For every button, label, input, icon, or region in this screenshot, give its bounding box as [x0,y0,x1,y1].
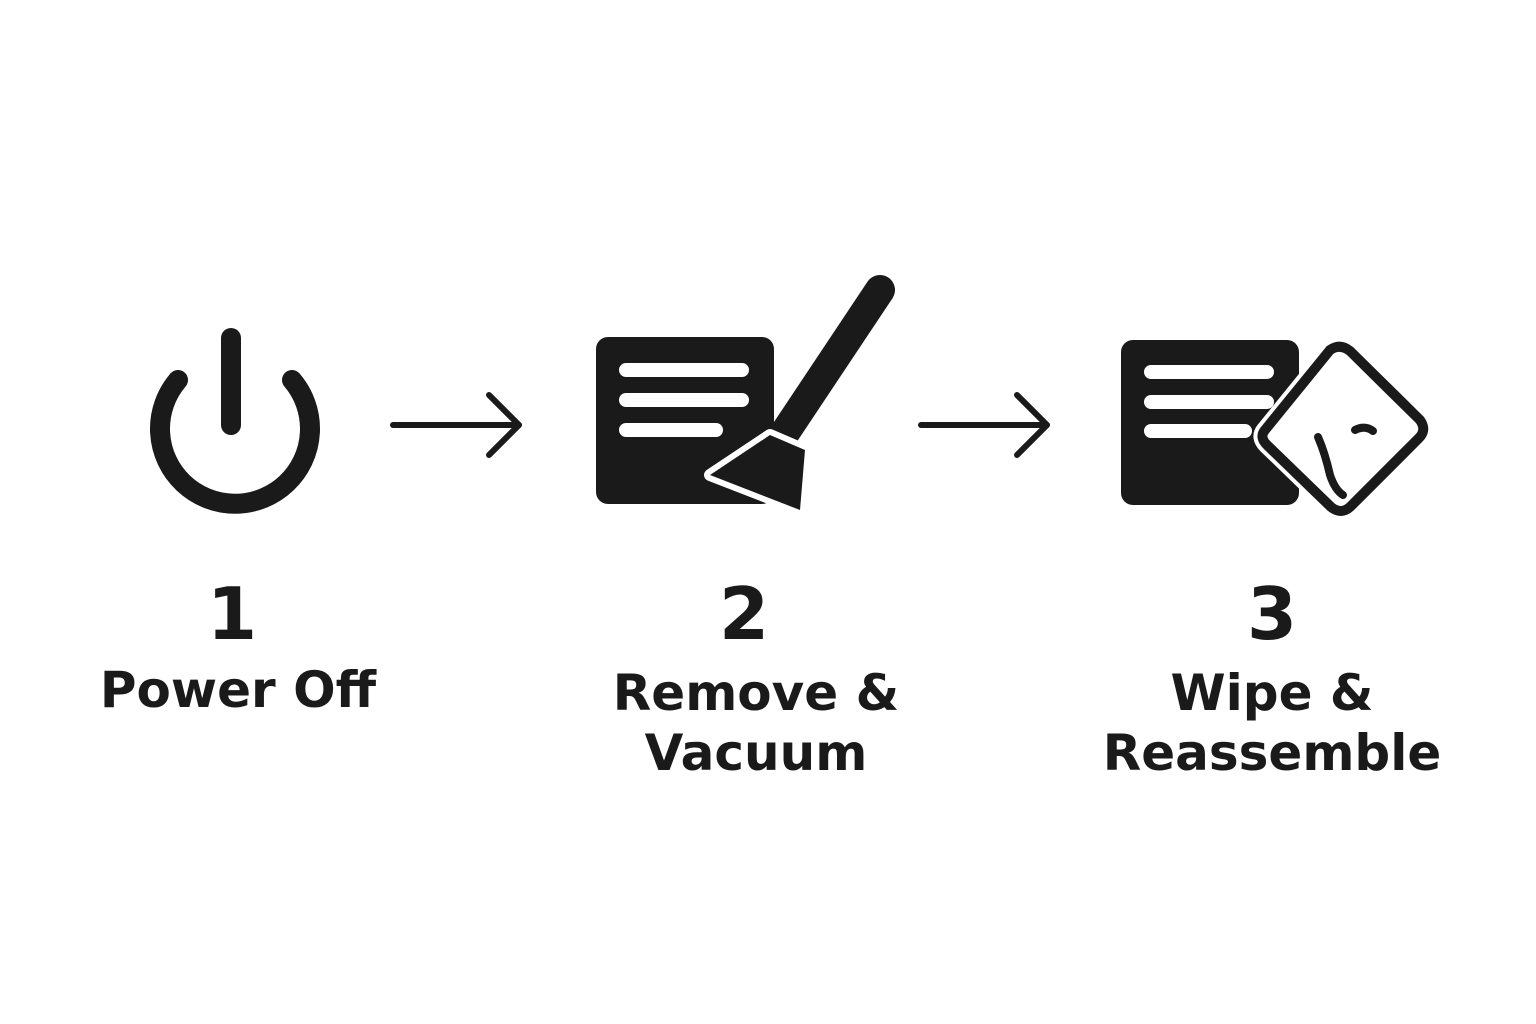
step-label-wipe-reassemble: Wipe & Reassemble [1092,663,1452,783]
step-label-line: Vacuum [644,724,868,782]
step-label-line: Remove & [612,664,900,722]
step-label-power-off: Power Off [58,660,418,720]
step-label-line: Power Off [99,661,377,719]
power-icon [150,328,320,514]
step-number-3: 3 [1246,572,1298,656]
wipe-cloth-icon [1121,337,1433,520]
step-label-line: Reassemble [1102,724,1442,782]
step-label-line: Wipe & [1170,664,1374,722]
arrow-right-icon [918,392,1050,458]
arrow-right-icon [390,392,522,458]
step-number-2: 2 [718,572,770,656]
vacuum-brush-icon [596,275,895,516]
step-number-1: 1 [206,572,258,656]
step-label-remove-vacuum: Remove & Vacuum [576,663,936,783]
